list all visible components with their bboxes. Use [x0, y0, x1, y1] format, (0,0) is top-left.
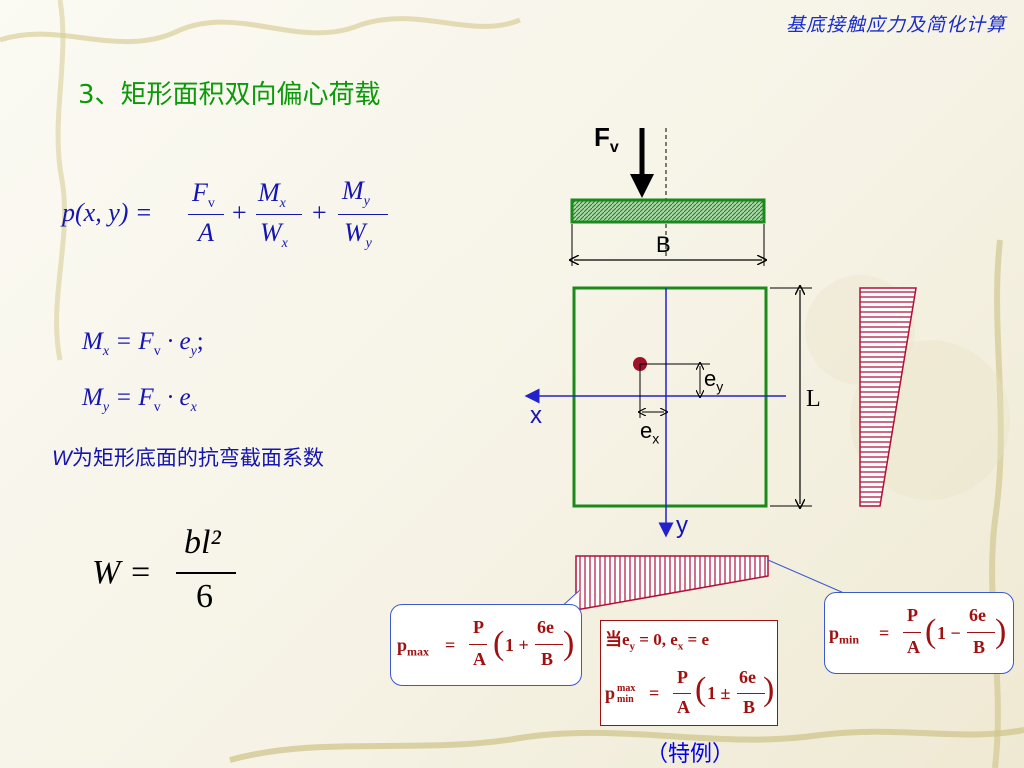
special-case-label: （特例）: [646, 742, 735, 767]
ex-label: ex: [640, 418, 660, 447]
x-axis-label: x: [530, 402, 542, 429]
pressure-formula: p(x, y) = Fv A + Mx Wx + My Wy: [62, 176, 422, 266]
mx-equation: Mx = Fv · ey;: [82, 328, 204, 359]
pmin-label: pmin: [829, 623, 860, 647]
header-title: 基底接触应力及简化计算: [785, 14, 1006, 36]
b-label: B: [656, 232, 671, 257]
foundation-plan: [572, 286, 768, 508]
y-axis-label: y: [676, 512, 688, 539]
my-numerator: My: [342, 176, 370, 210]
wy-denominator: Wy: [344, 218, 372, 252]
special-case-condition: 当ey = 0, ex = e: [605, 630, 710, 653]
pmax-callout: pmax = P A ( 1 + 6e B ): [390, 604, 582, 686]
a-denominator: A: [198, 218, 214, 247]
foundation-strip: [570, 198, 766, 224]
pressure-lhs: p(x, y) =: [62, 198, 153, 227]
my-equation: My = Fv · ex: [82, 384, 197, 415]
w-note: W为矩形底面的抗弯截面系数: [52, 446, 324, 470]
w-formula: W = bl² 6: [92, 524, 252, 624]
ey-label: ey: [704, 366, 724, 395]
pmaxmin-label: p: [605, 683, 616, 703]
wx-denominator: Wx: [260, 218, 288, 252]
pmax-label: pmax: [397, 635, 430, 659]
fv-numerator: Fv: [192, 178, 215, 212]
mx-numerator: Mx: [258, 178, 286, 212]
l-label: L: [806, 386, 821, 412]
section-title: 3、矩形面积双向偏心荷载: [78, 80, 381, 110]
pmin-callout: pmin = P A ( 1 − 6e B ): [824, 592, 1014, 674]
force-label: Fv: [594, 122, 619, 157]
